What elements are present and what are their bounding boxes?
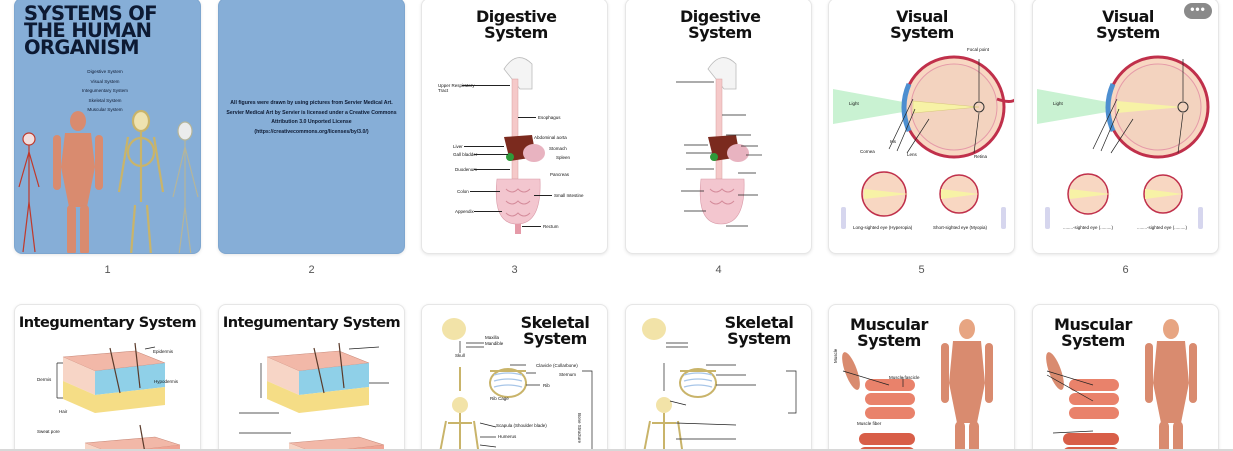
page-thumbnail-7[interactable]: Integumentary System Epidermis Dermis Hy… bbox=[14, 304, 201, 451]
page-number: 1 bbox=[104, 264, 111, 276]
diagram-label: Spleen bbox=[556, 155, 571, 160]
page-title: Skeletal System bbox=[520, 313, 590, 348]
diagram-label: Pancreas bbox=[550, 172, 570, 177]
page-title: Skeletal System bbox=[724, 313, 794, 348]
eye-illustration bbox=[833, 55, 1014, 229]
eye-illustration bbox=[1037, 55, 1210, 229]
diagram-label: Muscle bbox=[833, 348, 838, 363]
contents-item: Muscular System bbox=[87, 107, 123, 113]
page-title: Muscular System bbox=[1054, 315, 1132, 350]
diagram-label: Short-sighted eye (Myopia) bbox=[933, 225, 988, 230]
diagram-label: Maxilla bbox=[485, 335, 500, 340]
diagram-label: Clavicle (Collarbone) bbox=[536, 363, 578, 368]
skeleton-illustration bbox=[642, 318, 797, 451]
leader-line bbox=[470, 191, 500, 192]
page-thumbnail-11[interactable]: Muscular System Muscle Muscle fascicle M… bbox=[828, 304, 1015, 451]
contents-item: Skeletal System bbox=[88, 97, 122, 103]
page-title: Digestive System bbox=[680, 7, 761, 42]
diagram-label: Light bbox=[849, 101, 859, 106]
cover-contents: Digestive System Visual System Integumen… bbox=[55, 67, 155, 115]
diagram-label: Rectum bbox=[543, 224, 559, 229]
diagram-label: Abdominal aorta bbox=[534, 135, 567, 140]
contents-item: Digestive System bbox=[87, 69, 123, 74]
diagram-label: Muscle fascicle bbox=[889, 375, 920, 380]
leader-line bbox=[518, 117, 536, 118]
credits-text: All figures were drawn by using pictures… bbox=[226, 100, 397, 135]
diagram-label: Iris bbox=[890, 139, 896, 144]
page-thumbnail-3[interactable]: Digestive System Upper Respiratory Tract… bbox=[421, 0, 608, 254]
more-options-button[interactable]: ••• bbox=[1184, 3, 1212, 19]
diagram-label: Bone Structure bbox=[577, 413, 582, 444]
page-number: 6 bbox=[1122, 264, 1129, 276]
diagram-label: ........-sighted eye (.........) bbox=[1137, 225, 1188, 230]
cover-title: SYSTEMS OF THE HUMAN ORGANISM bbox=[24, 2, 158, 59]
skin-illustration bbox=[239, 342, 389, 451]
page-title: Integumentary System bbox=[18, 315, 197, 331]
leader-line bbox=[474, 169, 510, 170]
diagram-label: Gall bladder bbox=[453, 152, 478, 157]
muscle-illustration bbox=[842, 319, 993, 451]
diagram-label: Sweat pore bbox=[37, 429, 60, 434]
diagram-label: Hypodermis bbox=[154, 379, 179, 384]
leader-line bbox=[474, 211, 502, 212]
page-thumbnail-2[interactable]: All figures were drawn by using pictures… bbox=[218, 0, 405, 254]
leader-line bbox=[534, 195, 552, 196]
diagram-label: Small Intestine bbox=[554, 193, 584, 198]
digestive-illustration bbox=[495, 57, 545, 234]
diagram-label: Mandible bbox=[485, 341, 504, 346]
diagram-label: Long-sighted eye (Hyperopia) bbox=[853, 225, 913, 230]
diagram-label: Appendix bbox=[455, 209, 474, 214]
page-number: 5 bbox=[918, 264, 925, 276]
diagram-label: Liver bbox=[453, 144, 463, 149]
muscle-illustration bbox=[1046, 319, 1197, 451]
diagram-label: Muscle fiber bbox=[857, 421, 882, 426]
diagram-label: Rib bbox=[543, 383, 550, 388]
leader-line bbox=[464, 146, 504, 147]
diagram-label: Colon bbox=[457, 189, 469, 194]
diagram-label: Upper Respiratory Tract bbox=[438, 83, 475, 93]
page-number: 4 bbox=[715, 264, 722, 276]
page-thumbnail-5[interactable]: Visual System Focal point Light Cornea I… bbox=[828, 0, 1015, 254]
diagram-label: Retina bbox=[974, 154, 988, 159]
page-thumbnail-9[interactable]: Skeletal System Maxilla Mandible Skull C… bbox=[421, 304, 608, 451]
contents-item: Visual System bbox=[90, 78, 120, 84]
diagram-label: Light bbox=[1053, 101, 1063, 106]
diagram-label: Epidermis bbox=[153, 349, 174, 354]
diagram-label: Lens bbox=[907, 152, 917, 157]
leader-line bbox=[462, 85, 510, 86]
page-number: 3 bbox=[511, 264, 518, 276]
page-thumbnail-1[interactable]: SYSTEMS OF THE HUMAN ORGANISM Digestive … bbox=[14, 0, 201, 254]
diagram-label: Sternum bbox=[559, 372, 577, 377]
page-title: Visual System bbox=[890, 7, 954, 42]
page-thumbnail-10[interactable]: Skeletal System bbox=[625, 304, 812, 451]
window-bottom-edge bbox=[0, 449, 1233, 451]
diagram-label: Scapula (Shoulder blade) bbox=[496, 423, 547, 428]
leader-line bbox=[474, 154, 508, 155]
page-thumbnail-6[interactable]: Visual System Light ........-sighted eye… bbox=[1032, 0, 1219, 254]
leader-line bbox=[522, 226, 541, 227]
diagram-label: ........-sighted eye (.........) bbox=[1063, 225, 1114, 230]
diagram-label: Rib Cage bbox=[490, 396, 509, 401]
page-title: Muscular System bbox=[850, 315, 928, 350]
diagram-label: Hair bbox=[59, 409, 68, 414]
digestive-illustration bbox=[676, 57, 762, 227]
diagram-label: Dermis bbox=[37, 377, 52, 382]
diagram-label: Esophagus bbox=[538, 115, 561, 120]
skeleton-illustration bbox=[439, 318, 593, 451]
page-title: Digestive System bbox=[476, 7, 557, 42]
diagram-label: Humerus bbox=[498, 434, 517, 439]
page-title: Visual System bbox=[1096, 7, 1160, 42]
diagram-label: Skull bbox=[455, 353, 465, 358]
cover-body-illustration bbox=[18, 109, 199, 253]
diagram-label: Duodenum bbox=[455, 167, 478, 172]
contents-item: Integumentary System bbox=[82, 88, 128, 94]
diagram-label: Stomach bbox=[549, 146, 567, 151]
page-thumbnail-12[interactable]: Muscular System bbox=[1032, 304, 1219, 451]
diagram-label: Cornea bbox=[860, 149, 875, 154]
page-number: 2 bbox=[308, 264, 315, 276]
page-thumbnail-4[interactable]: Digestive System bbox=[625, 0, 812, 254]
page-thumbnail-8[interactable]: Integumentary System bbox=[218, 304, 405, 451]
diagram-label: Focal point bbox=[967, 47, 990, 52]
page-title: Integumentary System bbox=[222, 315, 401, 331]
